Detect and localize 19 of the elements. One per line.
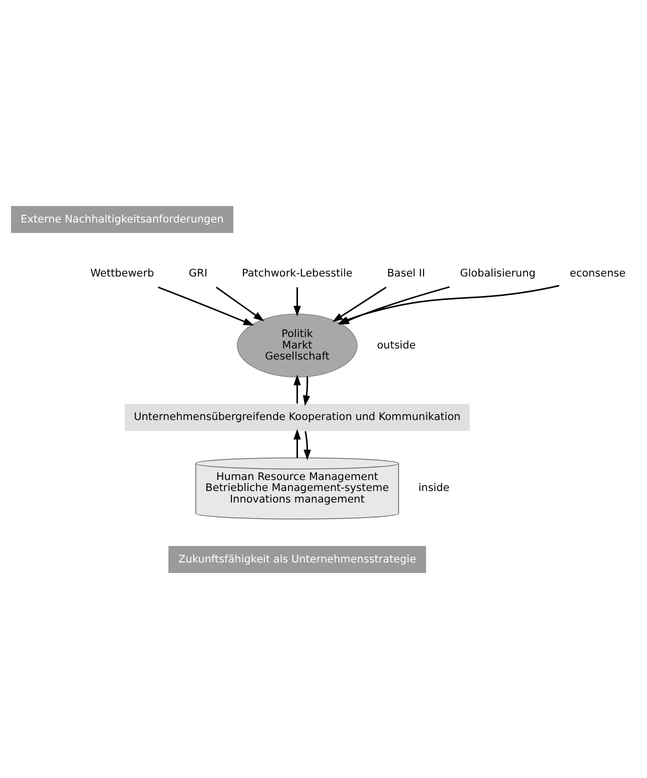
node-text: econsense xyxy=(570,266,626,279)
arrow xyxy=(304,430,312,460)
node-text: Patchwork-Lebesstile xyxy=(242,266,353,279)
arrow xyxy=(294,374,301,404)
arrow xyxy=(294,428,301,458)
arrow xyxy=(302,376,310,406)
arrow xyxy=(294,286,301,316)
node-text: GRI xyxy=(188,266,208,279)
node-box: Unternehmensübergreifende Kooperation und Kommunikation xyxy=(124,403,470,430)
node-text: Wettbewerb xyxy=(90,266,154,279)
node-text: Globalisierung xyxy=(460,266,536,279)
label: inside xyxy=(418,482,450,494)
label: outside xyxy=(377,338,416,351)
arrow xyxy=(332,286,387,322)
arrow xyxy=(216,286,264,321)
node-box: Zukunftsfähigkeit als Unternehmensstrategie xyxy=(168,545,426,572)
arrow xyxy=(158,286,254,326)
node-text: Basel II xyxy=(387,266,426,279)
node-box: Externe Nachhaltigkeitsanforderungen xyxy=(11,206,234,233)
